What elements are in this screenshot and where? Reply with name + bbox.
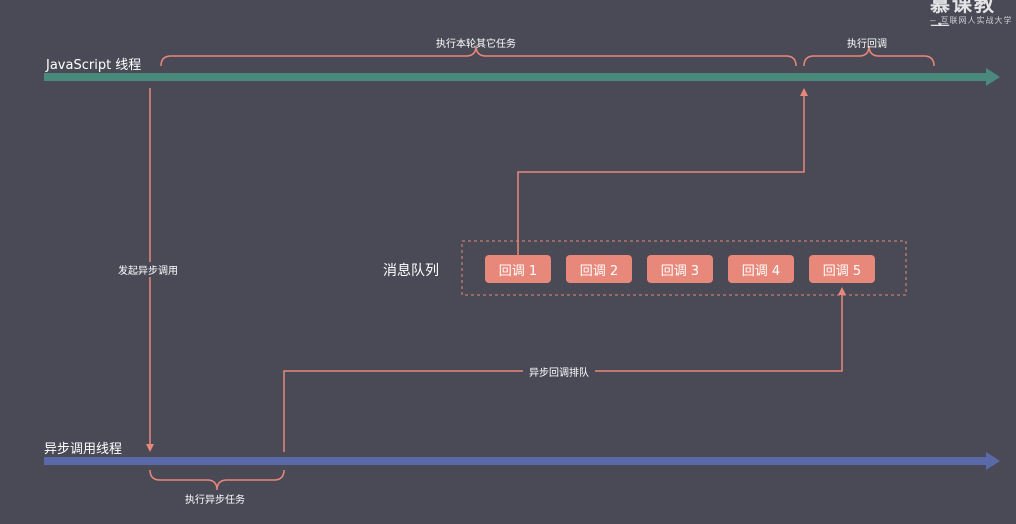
arrowhead-enqueue-callback (838, 287, 846, 295)
brand-title: 慕课教育 (930, 0, 996, 26)
edge-label-initiate-async: 发起异步调用 (112, 262, 184, 277)
async-thread-label: 异步调用线程 (44, 442, 123, 457)
arrowhead-initiate-async (146, 444, 154, 452)
brace-label-async-task: 执行异步任务 (185, 495, 245, 506)
queue-callback-5: 回调 5 (809, 255, 875, 283)
js-thread-arrow (44, 68, 1000, 86)
queue-callback-1: 回调 1 (485, 255, 551, 283)
message-queue-box (461, 240, 907, 296)
async-thread-arrow (44, 452, 1000, 470)
arrowhead-callback-to-js (800, 88, 808, 96)
brand-subtitle: — 互联网人实战大学 (930, 16, 1013, 25)
edge-callback-to-js (517, 95, 805, 255)
edge-label-enqueue-callback: 异步回调排队 (523, 364, 595, 379)
message-queue-label: 消息队列 (383, 263, 439, 279)
brace-label-run-callback: 执行回调 (847, 39, 887, 50)
brand-logo: 慕课教育 — 互联网人实战大学 (930, 0, 1016, 26)
brace-other-tasks (160, 45, 797, 67)
queue-callback-2: 回调 2 (566, 255, 632, 283)
brace-run-callback (803, 45, 935, 67)
brace-async-task (149, 469, 285, 491)
brace-label-other-tasks: 执行本轮其它任务 (436, 39, 516, 50)
queue-callback-3: 回调 3 (647, 255, 713, 283)
queue-callback-4: 回调 4 (728, 255, 794, 283)
js-thread-label: JavaScript 线程 (46, 58, 142, 73)
